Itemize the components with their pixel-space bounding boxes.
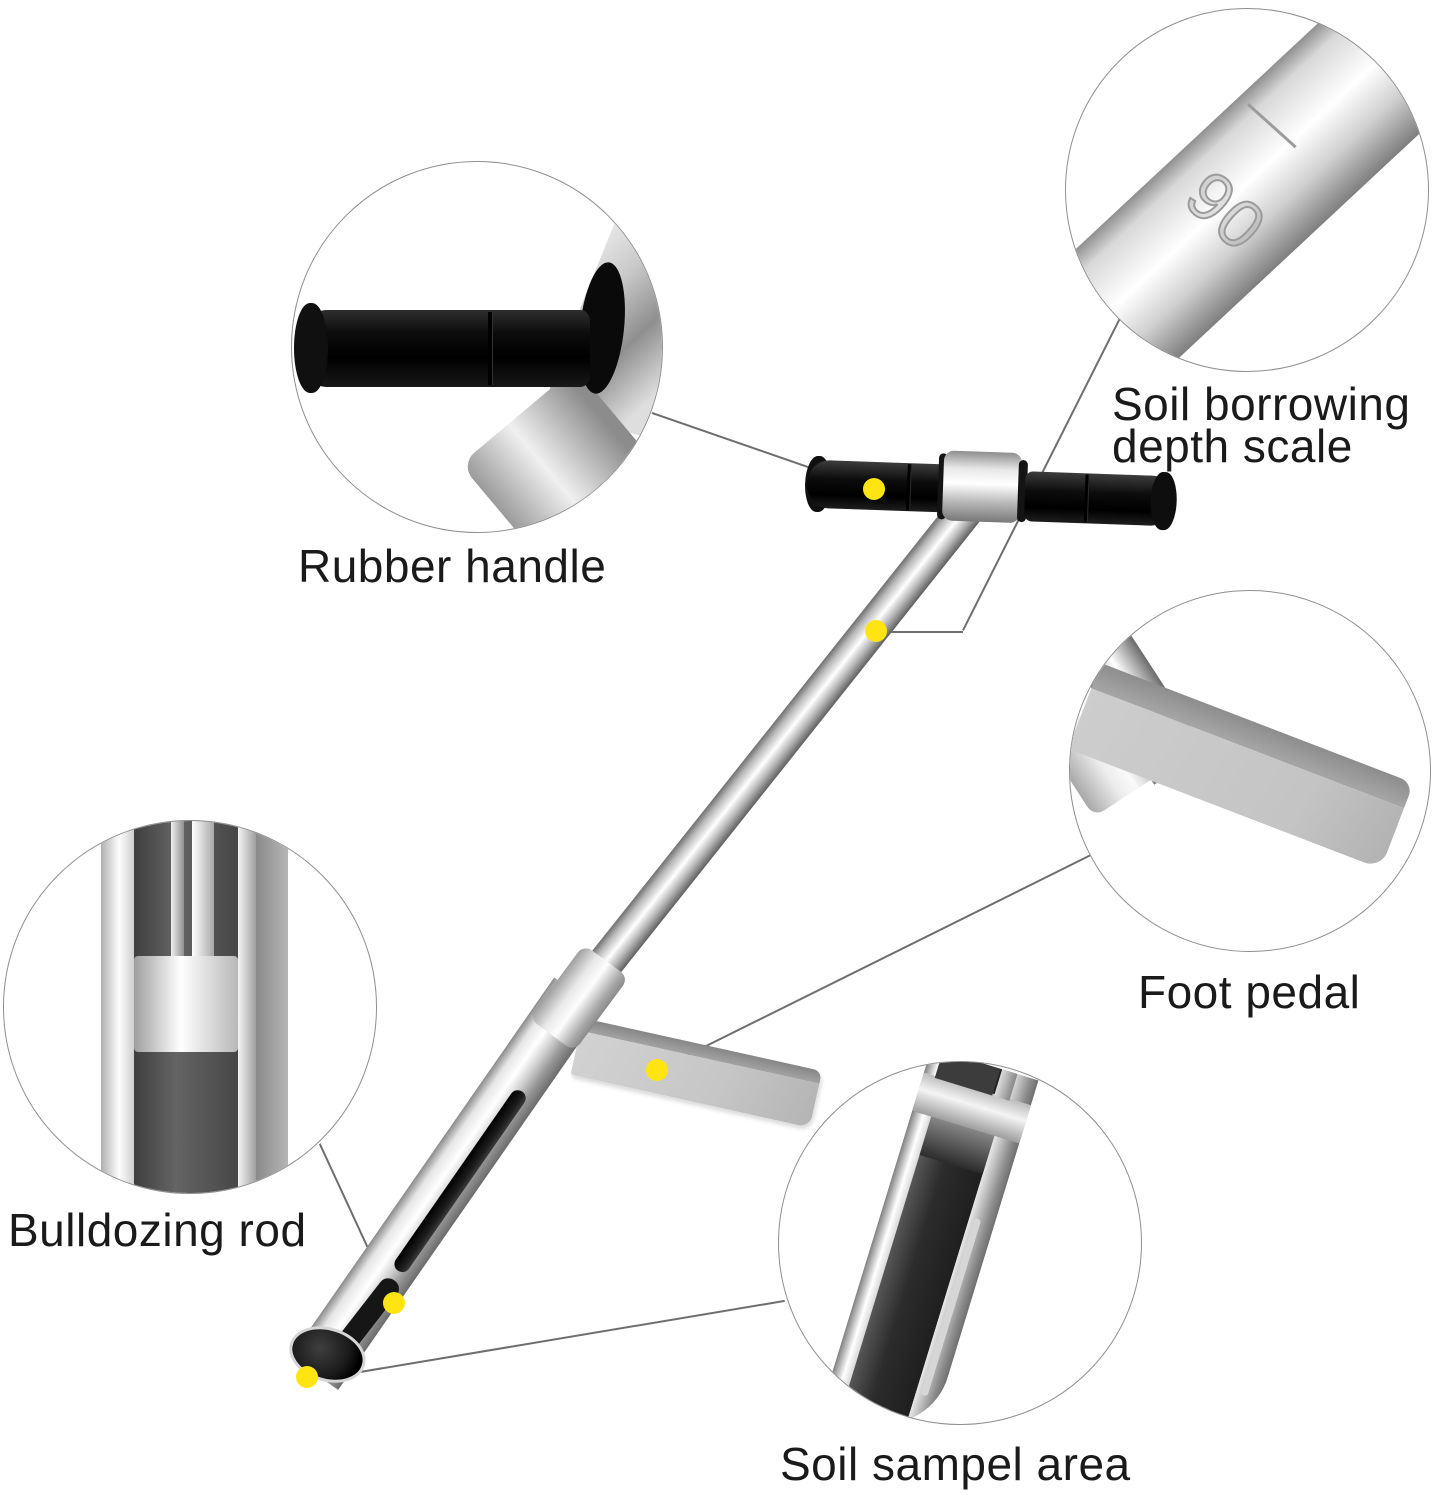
depth-scale-detail-circle: 90 [1065, 8, 1429, 372]
bulldozing-rod-zoom [134, 956, 238, 1052]
inner-rod-thin-zoom [171, 821, 184, 959]
soil-sample-detail-circle [778, 1061, 1142, 1425]
soil-sample-label: Soil sampel area [780, 1438, 1131, 1490]
rubber-handle-detail-circle [291, 161, 663, 533]
depth-scale-label-line2: depth scale [1112, 420, 1353, 473]
pedal-plate-zoom [1070, 663, 1414, 869]
leader-depth-scale-horizontal [876, 631, 963, 633]
rubber-handle-label: Rubber handle [298, 540, 607, 592]
scale-engraving: 90 [1170, 156, 1282, 268]
marker-depth-scale [865, 620, 887, 642]
foot-pedal-plate [570, 1018, 823, 1128]
foot-pedal-detail-circle [1069, 590, 1431, 952]
marker-rubber-handle [863, 478, 885, 500]
marker-soil-sample [296, 1366, 318, 1388]
marker-bulldozing-rod [383, 1292, 405, 1314]
bulldozing-rod-detail-circle [3, 820, 377, 1194]
inner-rod-thin2-zoom [192, 821, 214, 959]
depth-scale-label-line1: Soil borrowing [1112, 378, 1411, 430]
right-grip-end-cap [1149, 471, 1178, 531]
sample-tube-zoom [822, 1062, 1039, 1424]
scale-rod-zoom: 90 [1066, 9, 1428, 371]
tube-wall-left-zoom [101, 821, 134, 1193]
marker-foot-pedal [646, 1059, 668, 1081]
tube-wall-right-zoom [238, 821, 256, 1193]
handle-center-collar [941, 450, 1023, 524]
tube-slot-opening [391, 1087, 529, 1276]
leader-foot-pedal [657, 855, 1091, 1072]
foot-pedal-label: Foot pedal [1138, 966, 1361, 1018]
rubber-grip-zoom [298, 310, 590, 387]
tube-wall-right-outer-zoom [256, 821, 288, 1193]
grip-groove-zoom [488, 312, 493, 385]
scale-tick-mark [1247, 103, 1297, 149]
grip-end-flange-zoom [294, 303, 328, 393]
bulldozing-rod-label: Bulldozing rod [8, 1204, 307, 1256]
depth-scale-label: Soil borrowing depth scale [1112, 378, 1411, 473]
